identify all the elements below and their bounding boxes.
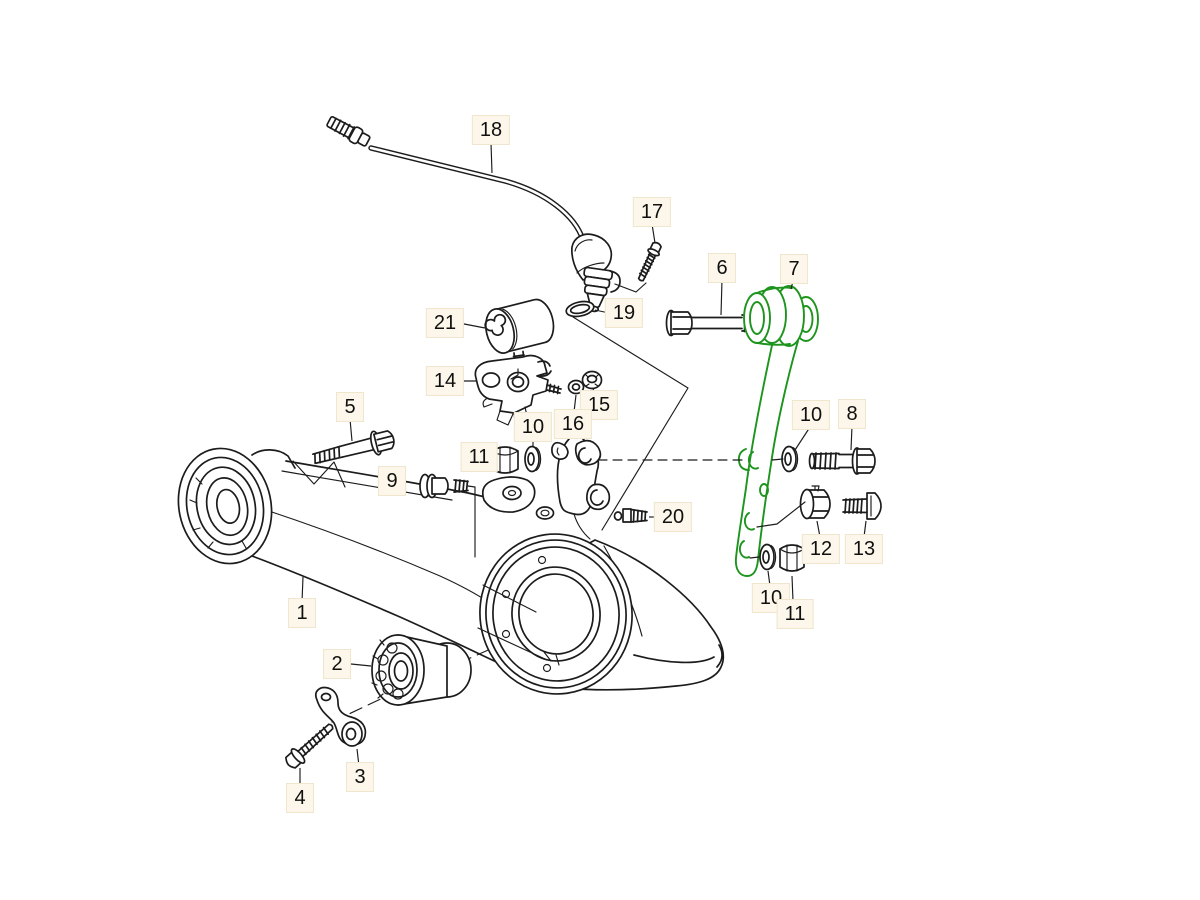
- part-1-trailing-arm: [177, 434, 725, 695]
- callout-18[interactable]: 18: [471, 115, 511, 145]
- callout-9[interactable]: 9: [378, 466, 406, 496]
- part-5-bolt: [312, 430, 395, 465]
- callout-17-leader: [651, 223, 656, 244]
- callout-6[interactable]: 6: [708, 253, 736, 283]
- part-12-eccentric: [799, 485, 831, 520]
- part-18-speed-sensor-cable: [326, 115, 621, 313]
- callout-5-leader: [349, 418, 353, 442]
- callout-12[interactable]: 12: [801, 534, 841, 564]
- callout-4[interactable]: 4: [286, 783, 314, 813]
- callout-6-leader: [720, 279, 723, 316]
- callout-2-leader: [350, 663, 372, 667]
- part-15-nut: [581, 370, 603, 390]
- part-17-stud: [637, 241, 662, 282]
- part-11-nut-bottom: [779, 544, 805, 572]
- part-20-screw: [613, 508, 648, 523]
- callout-1[interactable]: 1: [288, 598, 316, 628]
- callout-13[interactable]: 13: [844, 534, 884, 564]
- callout-17[interactable]: 17: [632, 197, 672, 227]
- callout-16[interactable]: 16: [553, 409, 593, 439]
- part-10-washer-right: [781, 445, 799, 473]
- callout-11-bottom-leader: [791, 575, 794, 602]
- callout-10-right[interactable]: 10: [791, 400, 831, 430]
- callout-8[interactable]: 8: [838, 399, 866, 429]
- callout-8-leader: [850, 425, 853, 451]
- part-16-washer: [567, 379, 585, 395]
- callout-21[interactable]: 21: [425, 308, 465, 338]
- part-3-stop-bracket: [315, 686, 367, 747]
- callout-10-right-leader: [794, 426, 811, 451]
- callout-20[interactable]: 20: [653, 502, 693, 532]
- sensor-head: [571, 233, 621, 313]
- callout-2[interactable]: 2: [323, 649, 351, 679]
- part-4-bolt: [285, 723, 334, 769]
- callout-19[interactable]: 19: [604, 298, 644, 328]
- part-14-sensor-bracket: [474, 354, 562, 426]
- part-21-damper: [484, 298, 555, 371]
- reference-lines: [292, 282, 806, 559]
- callout-5[interactable]: 5: [336, 392, 364, 422]
- part-2-wheel-bearing: [371, 634, 472, 706]
- part-13-screw: [842, 492, 882, 520]
- callout-11-bottom[interactable]: 11: [776, 599, 814, 629]
- callout-7[interactable]: 7: [780, 254, 808, 284]
- callout-3[interactable]: 3: [346, 762, 374, 792]
- callout-11-left[interactable]: 11: [460, 442, 498, 472]
- callout-10-left[interactable]: 10: [513, 412, 553, 442]
- callout-18-leader: [490, 142, 493, 174]
- part-6-bolt: [665, 309, 758, 337]
- callout-14[interactable]: 14: [425, 366, 465, 396]
- part-7-control-link-highlighted: [734, 285, 819, 577]
- callout-1-leader: [301, 576, 304, 603]
- cable-plug: [326, 115, 371, 147]
- part-8-bolt: [808, 447, 876, 475]
- part-10-washer-bottom: [759, 543, 777, 571]
- part-9-bolt: [419, 473, 469, 499]
- part-10-washer-left: [524, 445, 542, 473]
- part-19-oring: [565, 300, 595, 318]
